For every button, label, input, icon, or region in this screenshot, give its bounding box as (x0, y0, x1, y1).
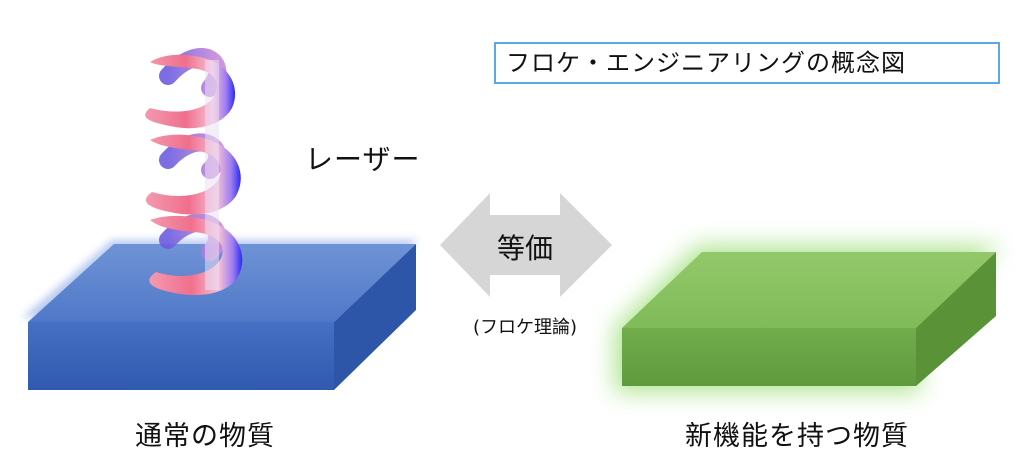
block-front-face (28, 322, 334, 390)
laser-label: レーザー (305, 143, 421, 176)
normal-material-caption: 通常の物質 (135, 421, 275, 452)
new-function-material-caption: 新機能を持つ物質 (685, 421, 909, 452)
equivalence-arrow (440, 193, 612, 297)
new-function-material-block (615, 246, 1000, 392)
diagram-title: フロケ・エンジニアリングの概念図 (494, 42, 1000, 84)
block-front-face (622, 328, 916, 386)
block-top-face (622, 252, 996, 328)
block-side-face (916, 252, 996, 386)
laser-helix-icon (145, 48, 243, 296)
equivalence-label: 等価 (496, 232, 553, 265)
block-side-face (334, 244, 416, 390)
normal-material-block (22, 240, 418, 390)
floquet-theory-label: (フロケ理論) (472, 317, 578, 338)
